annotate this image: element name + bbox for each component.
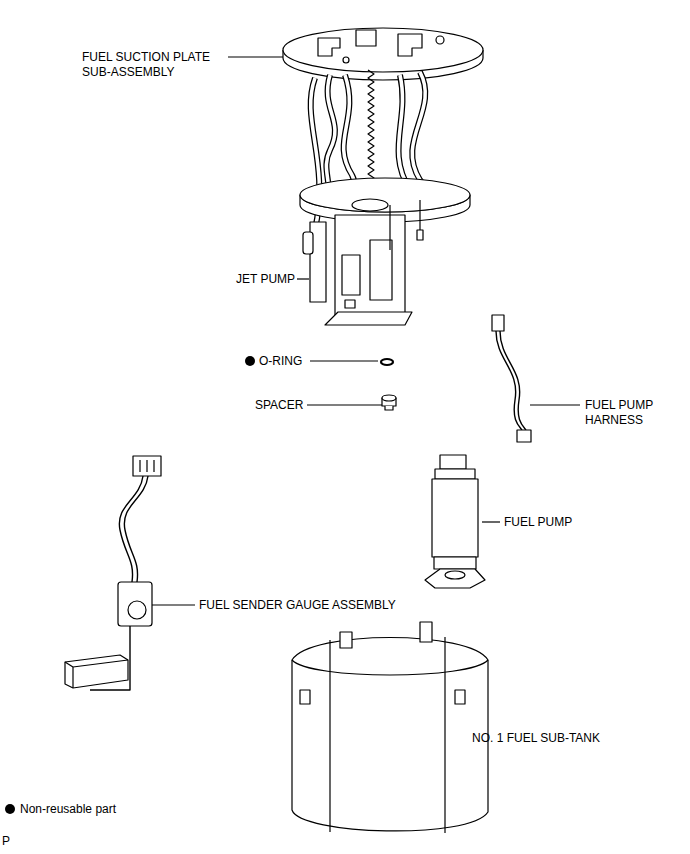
part-name: JET PUMP <box>236 272 295 287</box>
drawing-stroke <box>133 456 161 476</box>
drawing-stroke <box>292 638 488 831</box>
drawing-stroke <box>118 582 152 626</box>
drawing-stroke <box>385 406 393 410</box>
drawing-stroke <box>65 662 73 667</box>
drawing-stroke <box>300 690 310 704</box>
o-ring-spacer <box>381 359 396 410</box>
fuel-sender-gauge <box>65 456 161 690</box>
drawing-stroke <box>517 430 531 442</box>
legend-dot <box>5 804 15 814</box>
part-name: NO. 1 FUEL SUB-TANK <box>472 731 600 746</box>
drawing-stroke <box>417 230 423 240</box>
drawing-stroke <box>500 331 526 430</box>
drawing-stroke <box>398 75 410 190</box>
drawing-stroke <box>283 28 483 72</box>
part-name: FUEL SENDER GAUGE ASSEMBLY <box>199 598 396 613</box>
drawing-stroke <box>119 476 143 582</box>
drawing-stroke <box>382 395 396 401</box>
drawing-stroke <box>65 655 128 688</box>
drawing-stroke <box>530 404 580 405</box>
drawing-stroke <box>345 300 355 308</box>
drawing-stroke <box>482 521 500 522</box>
drawing-stroke <box>419 200 420 230</box>
drawing-stroke <box>398 34 422 56</box>
drawing-stroke <box>370 240 392 300</box>
part-name: FUEL SUCTION PLATE SUB-ASSEMBLY <box>82 50 222 80</box>
drawing-stroke <box>146 460 147 472</box>
drawing-stroke <box>492 315 504 331</box>
drawing-stroke <box>297 278 309 279</box>
drawing-stroke <box>340 632 352 648</box>
drawing-stroke <box>440 455 466 469</box>
drawing-stroke <box>412 72 445 195</box>
drawing-stroke <box>325 312 412 325</box>
part-name: SPACER <box>255 398 303 413</box>
drawing-stroke <box>307 404 382 405</box>
fuel-sub-tank <box>292 622 488 833</box>
drawing-stroke <box>310 360 378 361</box>
drawing-stroke <box>352 199 388 211</box>
non-reusable-dot <box>245 356 255 366</box>
drawing-stroke <box>128 601 146 619</box>
drawing-stroke <box>153 460 154 472</box>
suction-plate-assembly <box>283 28 483 325</box>
drawing-stroke <box>436 36 444 44</box>
drawing-stroke <box>228 56 283 57</box>
legend-text: Non-reusable part <box>20 802 116 817</box>
fuel-pump <box>425 455 485 588</box>
drawing-stroke <box>444 637 445 833</box>
drawing-stroke <box>300 178 470 212</box>
drawing-stroke <box>152 604 195 605</box>
drawing-stroke <box>72 667 73 688</box>
drawing-stroke <box>292 660 488 675</box>
drawing-stroke <box>420 622 432 642</box>
drawing-stroke <box>389 205 390 250</box>
drawing-stroke <box>73 660 128 667</box>
drawing-stroke <box>303 232 313 254</box>
drawing-stroke <box>445 571 465 579</box>
drawing-stroke <box>139 460 140 472</box>
drawing-stroke <box>329 640 330 832</box>
leader-lines <box>152 57 580 738</box>
drawing-stroke <box>356 30 376 46</box>
part-name: O-RING <box>259 354 302 369</box>
drawing-stroke <box>343 57 349 63</box>
fuel-pump-harness <box>492 315 531 442</box>
drawing-stroke <box>318 38 340 56</box>
drawing-stroke <box>381 359 393 365</box>
drawing-stroke <box>432 479 478 557</box>
drawing-stroke <box>335 215 405 315</box>
drawing-stroke <box>412 72 445 195</box>
drawing-stroke <box>425 569 485 588</box>
drawing-stroke <box>434 557 476 569</box>
drawing-stroke <box>398 75 410 190</box>
drawing-stroke <box>435 469 475 479</box>
drawing-stroke <box>455 690 465 704</box>
part-name: FUEL PUMP <box>504 515 572 530</box>
part-name: FUEL PUMP HARNESS <box>585 398 670 428</box>
legend-dot <box>4 803 16 815</box>
drawing-stroke <box>342 255 360 295</box>
drawing-stroke <box>124 476 148 582</box>
figure-code: P <box>2 834 10 849</box>
